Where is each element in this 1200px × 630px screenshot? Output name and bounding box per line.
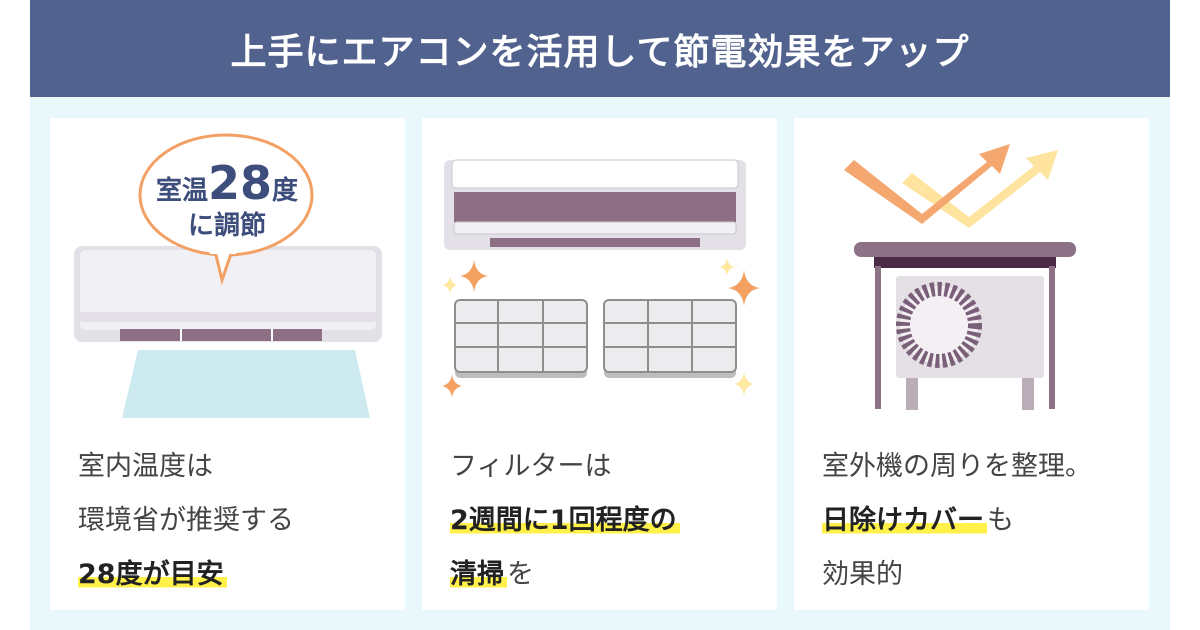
tip-card-filter: フィルターは 2週間に1回程度の 清掃を bbox=[422, 118, 777, 610]
filter-left bbox=[454, 299, 588, 378]
tip-card-outdoor-unit: 室外機の周りを整理。 日除けカバーも 効果的 bbox=[794, 118, 1149, 610]
tip-line: フィルターは bbox=[450, 451, 612, 482]
bubble-line2: に調節 bbox=[187, 211, 266, 241]
sunlight-arrow-icon bbox=[844, 144, 1010, 224]
page-title: 上手にエアコンを活用して節電効果をアップ bbox=[230, 31, 970, 73]
tip-line: 室外機の周りを整理。 bbox=[822, 451, 1092, 482]
fan-icon bbox=[896, 282, 982, 368]
tip-line: 効果的 bbox=[822, 559, 903, 590]
filter-cleaning-illustration bbox=[442, 159, 760, 398]
tip-line: も bbox=[987, 505, 1014, 536]
tip-highlight: 28度が目安 bbox=[78, 559, 227, 590]
bubble-text: 室温28度 に調節 bbox=[122, 160, 332, 241]
speech-bubble bbox=[138, 133, 314, 286]
header-banner: 上手にエアコンを活用して節電効果をアップ bbox=[30, 0, 1170, 97]
tip-highlight: 日除けカバー bbox=[822, 505, 987, 536]
tip-text: フィルターは 2週間に1回程度の 清掃を bbox=[450, 440, 680, 602]
sparkle-icon bbox=[442, 260, 760, 398]
outdoor-unit-shade-illustration bbox=[844, 144, 1076, 410]
cool-air-flow bbox=[122, 350, 370, 418]
bubble-prefix: 室温 bbox=[155, 176, 208, 206]
filter-right bbox=[603, 299, 737, 378]
tip-highlight: 2週間に1回程度の bbox=[450, 505, 680, 536]
tip-line: 環境省が推奨する bbox=[78, 505, 294, 536]
air-conditioner-illustration bbox=[74, 133, 382, 418]
shade-cover bbox=[854, 242, 1076, 257]
tip-line: 室内温度は bbox=[78, 451, 213, 482]
tip-text: 室内温度は 環境省が推奨する 28度が目安 bbox=[78, 440, 294, 602]
tip-line: を bbox=[507, 559, 534, 590]
bubble-suffix: 度 bbox=[272, 176, 299, 206]
sunlight-arrow-icon bbox=[902, 150, 1058, 228]
tip-text: 室外機の周りを整理。 日除けカバーも 効果的 bbox=[822, 440, 1092, 602]
tip-card-temperature: 室温28度 に調節 室内温度は 環境省が推奨する 28度が目安 bbox=[50, 118, 405, 610]
bubble-number: 28 bbox=[207, 156, 272, 210]
tip-highlight: 清掃 bbox=[450, 559, 507, 590]
